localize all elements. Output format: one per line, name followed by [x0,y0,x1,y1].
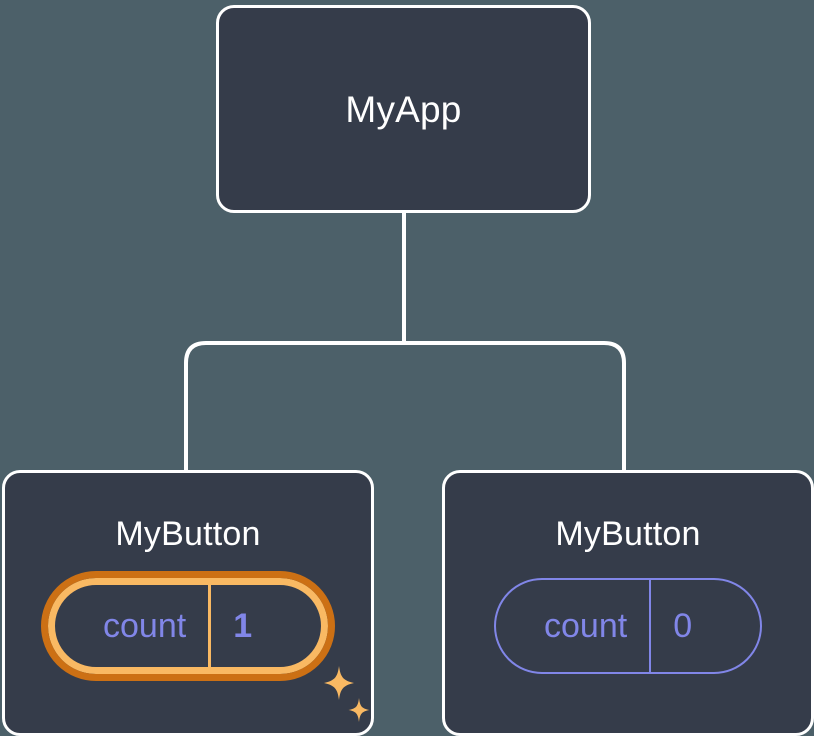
node-myapp-label: MyApp [345,88,462,130]
state-value-left: 1 [233,607,253,645]
state-value-cell-right: 0 [651,580,738,672]
state-pill-highlighted[interactable]: count 1 [41,571,335,681]
state-pill-wrap-right: count 0 [445,578,811,674]
sparkle-small-icon [348,698,370,722]
state-pill-wrap-left: count 1 [5,571,371,722]
node-mybutton-left[interactable]: MyButton count 1 [2,470,374,736]
state-key-cell-right: count [496,580,649,672]
state-value-right: 0 [673,607,693,645]
node-mybutton-right[interactable]: MyButton count 0 [442,470,814,736]
sparkle-group [324,666,370,722]
state-pill-divider-left [208,585,212,667]
node-myapp[interactable]: MyApp [216,5,591,213]
state-pill-plain[interactable]: count 0 [494,578,762,674]
node-mybutton-right-label: MyButton [555,515,701,553]
sparkle-large-icon [324,666,354,700]
connector-branch-bar [184,341,626,470]
state-key-left: count [103,607,187,645]
node-mybutton-left-label: MyButton [115,515,261,553]
state-pill-divider-right [649,580,652,672]
state-key-right: count [544,607,628,645]
state-value-cell-left: 1 [211,585,298,667]
state-key-cell-left: count [55,585,208,667]
